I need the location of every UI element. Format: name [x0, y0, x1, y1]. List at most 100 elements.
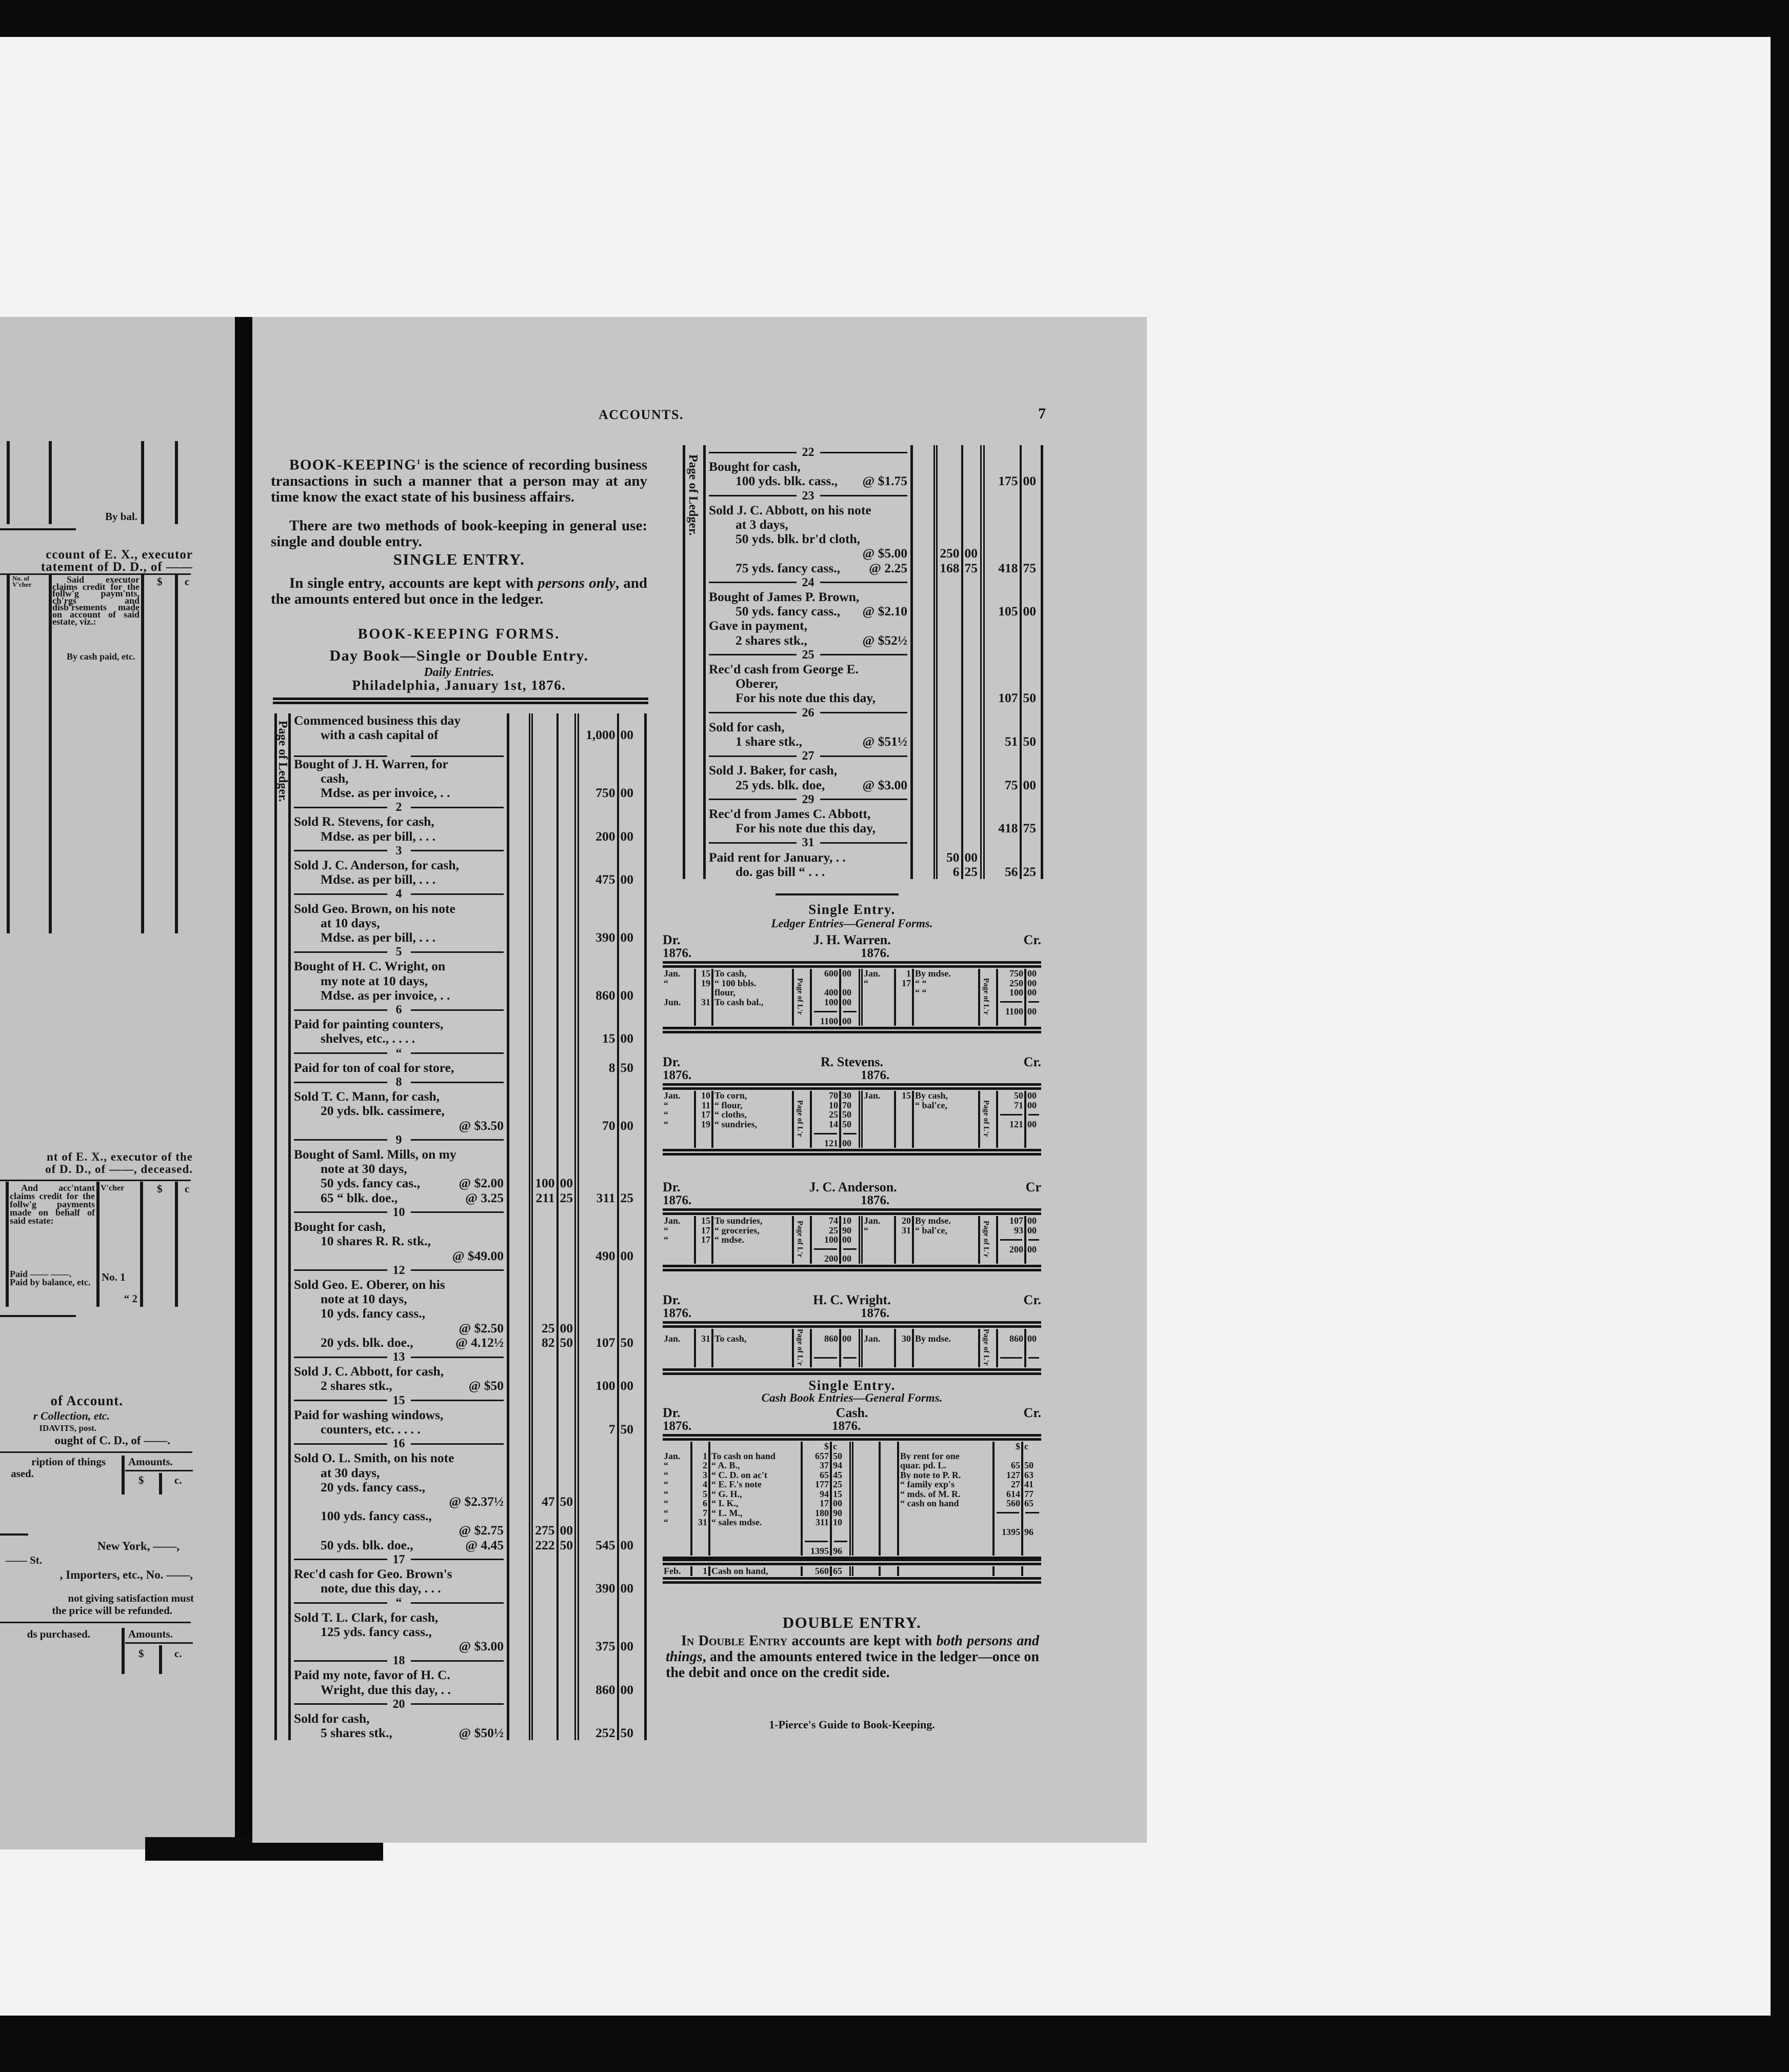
daybook-cell-od	[574, 1552, 618, 1567]
daybook-cell-ds: 15	[288, 1393, 509, 1408]
daybook-entry-row: Paid for washing windows,	[274, 1407, 647, 1422]
entry-text: with a cash capital of	[321, 728, 439, 743]
credit-cell	[996, 1129, 1025, 1139]
entry-line: @ $2.37½	[292, 1495, 506, 1509]
daybook-cell-oc	[617, 1306, 647, 1321]
page-of-ledger-label: Page of L'r	[796, 1220, 804, 1258]
date-divider-row: 16	[274, 1437, 647, 1451]
daybook-cell-ic	[556, 959, 577, 974]
daybook-cell-ds: 25	[703, 647, 913, 663]
daybook-cell-oc	[1019, 749, 1043, 764]
debit-cell: 17	[694, 1235, 712, 1245]
credit-cell	[894, 1110, 913, 1120]
daybook-cell-lg	[274, 973, 290, 988]
credit-cell	[912, 997, 979, 1007]
debit-cell	[690, 1442, 709, 1451]
debit-cell: $	[801, 1442, 831, 1451]
double-rule	[663, 1557, 1041, 1565]
entry-line: note at 30 days,	[292, 1162, 506, 1176]
daybook-cell-ic	[961, 691, 983, 706]
daybook-cell-oc	[617, 1480, 647, 1495]
debit-cell: 4	[690, 1480, 709, 1489]
daybook-cell-ds: Paid rent for January, . .	[703, 850, 913, 865]
debit-cell: 17	[694, 1110, 712, 1120]
daybook-cell-lg	[274, 814, 290, 829]
daybook-cell-oc	[617, 1494, 647, 1509]
daybook-cell-id	[528, 1089, 558, 1104]
total-rule	[1000, 1113, 1022, 1115]
daybook-entry-row: my note at 10 days,	[274, 973, 647, 988]
daybook-cell-gp	[508, 1234, 531, 1248]
daybook-cell-ds: @ $49.00	[288, 1248, 509, 1263]
daybook-cell-oc	[617, 1263, 647, 1278]
daybook-cell-od	[980, 662, 1021, 677]
total-rule	[1000, 1239, 1022, 1241]
daybook-cell-ds: Mdse. as per invoice, . .	[288, 786, 509, 801]
credit-cell: Jan.	[859, 1216, 895, 1226]
entry-text: note at 10 days,	[321, 1292, 407, 1307]
total-rule	[843, 1248, 857, 1250]
debit-cell	[839, 1007, 861, 1017]
daybook-cell-ds: Mdse. as per bill, . . .	[288, 829, 509, 844]
daybook-cell-gp	[508, 1220, 531, 1234]
daybook-cell-ic	[556, 872, 577, 887]
date-divider-row: 13	[274, 1349, 647, 1365]
daybook-cell-od	[574, 1624, 618, 1639]
credit-cell: 00	[1024, 1119, 1041, 1129]
daybook-cell-lg	[274, 1060, 290, 1075]
daybook-entry-row: Bought of J. H. Warren, for	[274, 756, 647, 771]
entry-rate: @ $51½	[862, 734, 907, 749]
daybook-cell-lg	[274, 1263, 290, 1278]
debit-cell: 30	[839, 1091, 861, 1101]
entry-text: Paid rent for January, . .	[709, 850, 846, 865]
daybook-cell-id	[933, 590, 962, 605]
daybook-cell-lg	[274, 1349, 290, 1365]
daybook-cell-ds: Bought for cash,	[703, 460, 913, 474]
entry-text: Mdse. as per bill, . . .	[321, 829, 436, 844]
daybook-cell-lg	[274, 1682, 290, 1697]
entry-line: 20 yds. blk. doe.,@ 4.12½	[292, 1336, 506, 1350]
date-divider-row: 23	[683, 488, 1043, 503]
daybook-cell-ds: Mdse. as per bill, . . .	[288, 872, 509, 887]
daybook-cell-od	[980, 488, 1021, 503]
daybook-cell-od	[980, 517, 1021, 532]
daybook-cell-od	[574, 1711, 618, 1726]
rule	[410, 1052, 504, 1054]
daybook-cell-oc	[617, 1321, 647, 1336]
daybook-cell-od	[574, 858, 618, 873]
daybook-cell-id	[528, 1697, 558, 1711]
daybook-cell-id	[528, 887, 558, 902]
date-divider: 25	[707, 648, 909, 662]
daybook-cell-od	[574, 800, 618, 815]
daybook-cell-id	[528, 1263, 558, 1278]
credit-cell: 00	[1024, 1091, 1041, 1101]
carry-cell	[897, 1566, 993, 1576]
credit-cell: Jan.	[859, 1091, 895, 1101]
credit-cell: 100	[996, 988, 1025, 998]
entry-rate: @ $2.10	[862, 604, 907, 619]
daybook-cell-id	[528, 1393, 558, 1408]
daybook-cell-id	[933, 676, 962, 691]
daybook-cell-id	[933, 705, 962, 720]
daybook-entry-row: at 3 days,	[683, 517, 1043, 532]
credit-cell	[859, 1110, 895, 1120]
daybook-cell-lg	[683, 517, 705, 532]
credit-cell	[897, 1546, 993, 1556]
daybook-cell-ds: Paid my note, favor of H. C.	[288, 1668, 509, 1683]
debit-cell: 70	[839, 1100, 861, 1110]
year-label: 1876.	[663, 1419, 692, 1433]
daybook-cell-oc	[1019, 445, 1043, 460]
entry-text: at 10 days,	[321, 915, 380, 930]
daybook-cell-ds: 20 yds. blk. cassimere,	[288, 1104, 509, 1119]
entry-rate: @ $3.00	[459, 1639, 504, 1653]
entry-line: my note at 10 days,	[292, 974, 506, 988]
daybook-cell-od	[574, 1089, 618, 1104]
daybook-cell-od	[574, 1407, 618, 1422]
daybook-cell-lg	[683, 720, 705, 735]
credit-cell: 1	[894, 969, 913, 979]
